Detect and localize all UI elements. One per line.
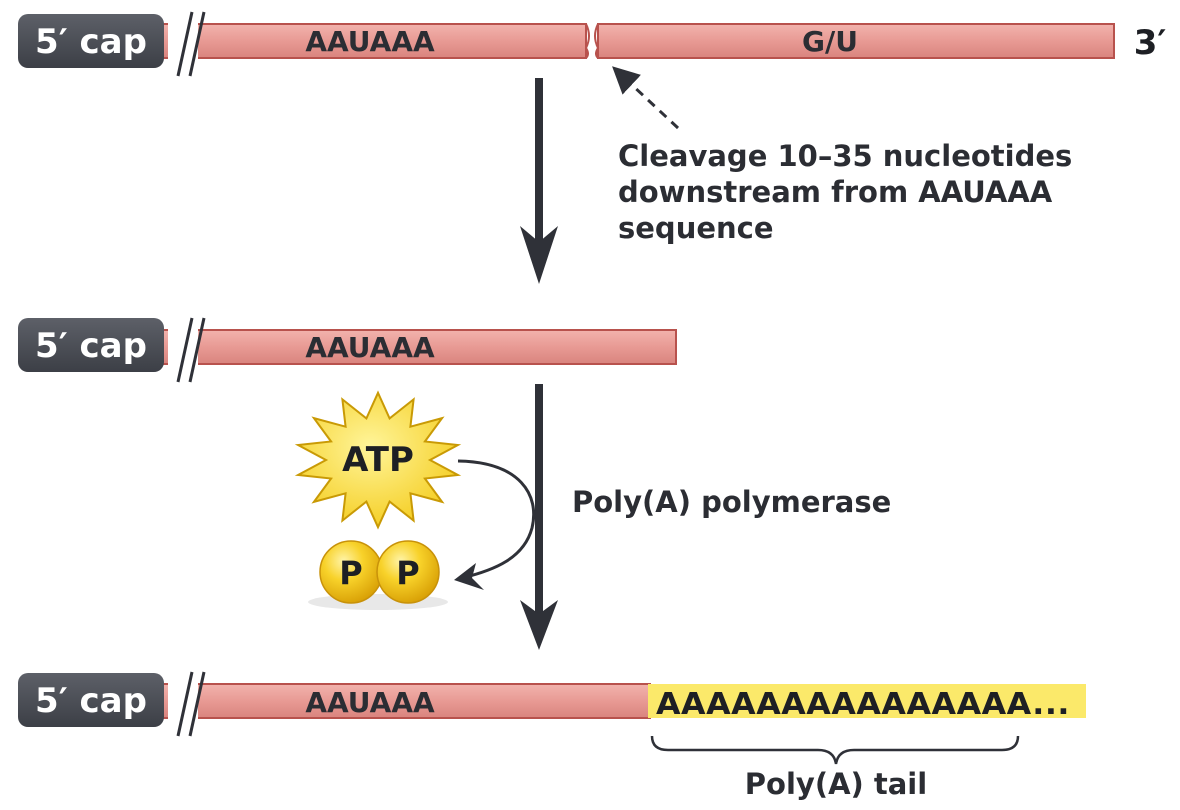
atp-to-pyrophosphate-arrow bbox=[457, 459, 536, 580]
cleavage-note-line-3: sequence bbox=[618, 211, 774, 245]
cleavage-pointer-arrow bbox=[612, 66, 680, 130]
cleavage-note-line-1: Cleavage 10–35 nucleotides bbox=[618, 139, 1072, 173]
poly-a-tail-label: Poly(A) tail bbox=[745, 767, 927, 801]
row1-cap-label: 5′ cap bbox=[35, 22, 147, 62]
row1-downstream-element: G/U bbox=[802, 25, 858, 58]
row3-rna-strand: AAUAAA AAAAAAAAAAAAAAA... bbox=[159, 671, 1086, 737]
row2-break-marks bbox=[168, 317, 206, 383]
phosphate-label-2: P bbox=[396, 554, 419, 592]
phosphate-label-1: P bbox=[339, 554, 362, 592]
row1-rna-strand: AAUAAA G/U 3′ bbox=[159, 11, 1167, 77]
row2-signal-sequence: AAUAAA bbox=[305, 331, 435, 364]
poly-a-tail-sequence: AAAAAAAAAAAAAAA... bbox=[656, 687, 1070, 722]
pyrophosphate-arrowhead bbox=[454, 563, 484, 590]
row3-signal-sequence: AAUAAA bbox=[305, 686, 435, 719]
row1-rna-segment-right bbox=[597, 23, 1115, 59]
cap-shape bbox=[18, 673, 164, 727]
cap-shape bbox=[18, 14, 164, 68]
phosphate-circle-2 bbox=[376, 540, 440, 604]
row3-rna-segment bbox=[159, 683, 651, 719]
atp-starburst: ATP bbox=[294, 390, 462, 530]
row3-cap-label: 5′ cap bbox=[35, 681, 147, 721]
pyrophosphate: P P bbox=[308, 540, 448, 610]
row1-five-prime-cap: 5′ cap bbox=[18, 14, 164, 68]
poly-a-tail-brace bbox=[650, 735, 1020, 765]
row2-five-prime-cap: 5′ cap bbox=[18, 318, 164, 372]
row1-signal-sequence: AAUAAA bbox=[305, 25, 435, 58]
atp-burst-shape bbox=[294, 390, 462, 530]
atp-label: ATP bbox=[342, 440, 414, 480]
row1-three-prime-end-label: 3′ bbox=[1134, 23, 1167, 63]
process-arrow-cleavage bbox=[520, 78, 558, 284]
cleavage-note: Cleavage 10–35 nucleotides downstream fr… bbox=[618, 139, 1082, 245]
cap-shape bbox=[18, 318, 164, 372]
cleavage-note-line-2: downstream from AAUAAA bbox=[618, 175, 1053, 209]
poly-a-tail-highlight bbox=[648, 684, 1086, 718]
row2-rna-segment bbox=[159, 329, 677, 365]
row3-break-marks bbox=[168, 671, 206, 737]
process-arrow-polyadenylation bbox=[520, 384, 558, 650]
cleavage-site-notch bbox=[584, 23, 600, 59]
enzyme-label: Poly(A) polymerase bbox=[572, 485, 891, 519]
row1-break-marks bbox=[168, 11, 206, 77]
row2-rna-strand: AAUAAA bbox=[159, 317, 677, 383]
row3-five-prime-cap: 5′ cap bbox=[18, 673, 164, 727]
row2-cap-label: 5′ cap bbox=[35, 326, 147, 366]
